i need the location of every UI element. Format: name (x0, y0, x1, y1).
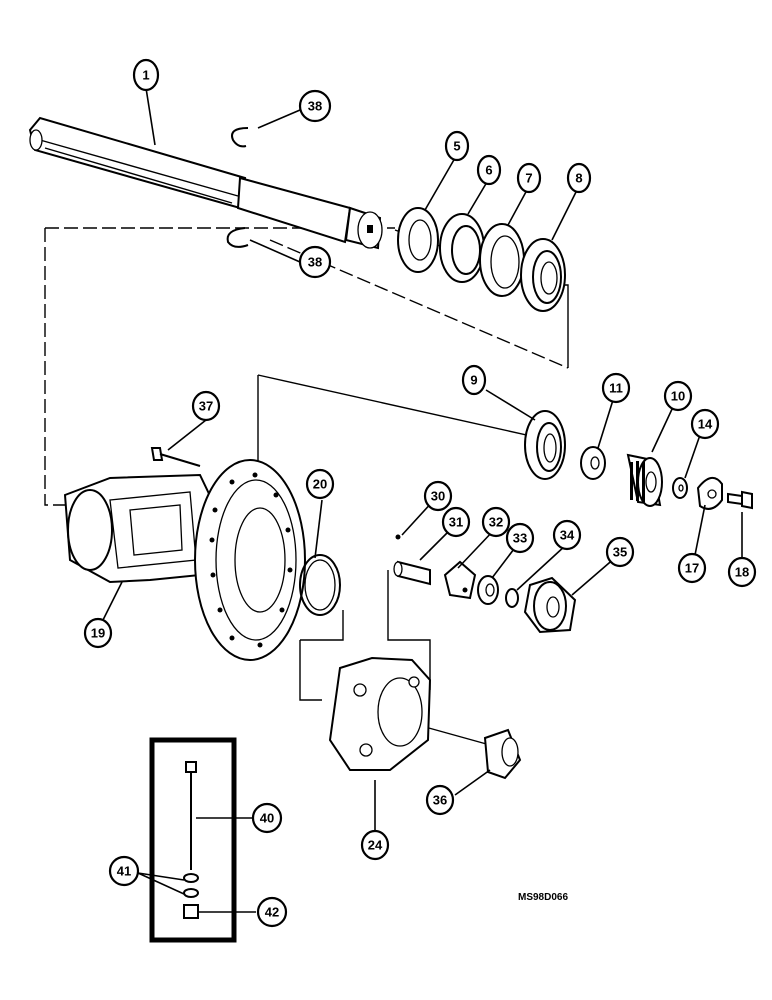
callout-32: 32 (481, 506, 511, 538)
svg-text:6: 6 (485, 163, 492, 178)
gear-10 (626, 453, 663, 507)
svg-text:19: 19 (91, 626, 105, 641)
washer-34 (505, 588, 519, 608)
svg-text:8: 8 (575, 171, 582, 186)
svg-text:32: 32 (489, 515, 503, 530)
callout-7: 7 (516, 162, 542, 194)
svg-text:38: 38 (308, 99, 322, 114)
svg-text:38: 38 (308, 255, 322, 270)
callout-9: 9 (461, 364, 487, 396)
snap-ring-20 (299, 554, 341, 616)
callout-35: 35 (605, 536, 635, 568)
bearing-9 (524, 410, 566, 480)
callout-30: 30 (423, 480, 453, 512)
washer-11 (580, 446, 606, 480)
svg-text:40: 40 (260, 811, 274, 826)
svg-text:18: 18 (735, 565, 749, 580)
svg-text:30: 30 (431, 489, 445, 504)
washer-14 (672, 477, 688, 499)
callout-41: 41 (108, 855, 140, 887)
gear-36 (483, 728, 522, 780)
flange-24 (328, 656, 432, 771)
callout-37: 37 (191, 390, 221, 422)
gear-35 (523, 576, 577, 634)
snap-ring-lower (226, 227, 249, 248)
plate-32 (443, 560, 477, 600)
retainer-plate-17 (696, 477, 723, 510)
svg-text:37: 37 (199, 399, 213, 414)
bearing-8 (520, 238, 566, 312)
bolt-37 (150, 447, 201, 467)
callout-20: 20 (305, 468, 335, 500)
callout-5: 5 (444, 130, 470, 162)
snap-ring-upper (231, 127, 249, 148)
callout-31: 31 (441, 506, 471, 538)
callout-14: 14 (690, 408, 720, 440)
pin-30 (395, 534, 401, 540)
inset-hardware-box (149, 737, 237, 943)
housing-19 (63, 459, 306, 661)
svg-text:41: 41 (117, 864, 131, 879)
callout-11: 11 (601, 372, 631, 404)
svg-text:9: 9 (470, 373, 477, 388)
callout-36: 36 (425, 784, 455, 816)
bearing-33 (477, 575, 499, 605)
svg-text:17: 17 (685, 561, 699, 576)
callout-1: 1 (132, 58, 160, 92)
figure-code: MS98D066 (518, 892, 568, 903)
callout-42: 42 (256, 896, 288, 928)
svg-text:14: 14 (698, 417, 713, 432)
callout-40: 40 (251, 802, 283, 834)
svg-text:5: 5 (453, 139, 460, 154)
callout-8: 8 (566, 162, 592, 194)
svg-text:1: 1 (142, 68, 149, 83)
seal-6 (439, 213, 485, 283)
svg-text:11: 11 (609, 381, 623, 396)
callout-10: 10 (663, 380, 693, 412)
callout-34: 34 (552, 519, 582, 551)
svg-text:42: 42 (265, 905, 279, 920)
svg-text:24: 24 (368, 838, 383, 853)
callout-leaders (102, 87, 743, 913)
callout-38-upper: 38 (298, 89, 332, 123)
callout-38-lower: 38 (298, 245, 332, 279)
callout-33: 33 (505, 522, 535, 554)
callout-18: 18 (727, 556, 757, 588)
svg-text:20: 20 (313, 477, 327, 492)
svg-text:10: 10 (671, 389, 685, 404)
svg-text:35: 35 (613, 545, 627, 560)
svg-text:31: 31 (449, 515, 463, 530)
callout-19: 19 (83, 617, 113, 649)
bolt-18 (727, 490, 753, 510)
callout-6: 6 (476, 154, 502, 186)
washer-5 (397, 207, 439, 273)
svg-text:33: 33 (513, 531, 527, 546)
svg-text:34: 34 (560, 528, 575, 543)
bearing-race-7 (479, 223, 525, 297)
shaft-pin-31 (393, 560, 431, 586)
callout-24: 24 (360, 829, 390, 861)
callout-17: 17 (677, 552, 707, 584)
svg-text:36: 36 (433, 793, 447, 808)
svg-text:7: 7 (525, 171, 532, 186)
shaft-part (28, 116, 383, 250)
